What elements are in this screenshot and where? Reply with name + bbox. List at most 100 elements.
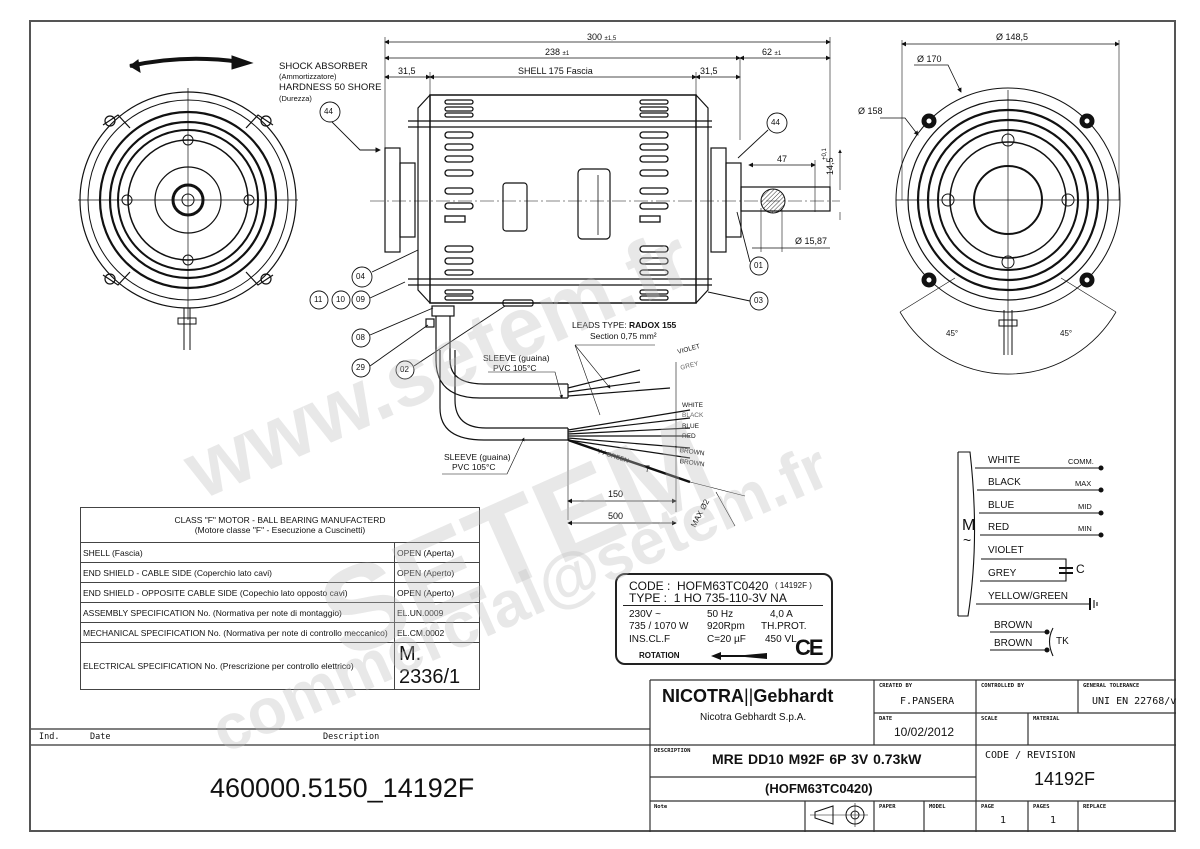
thermal-wire-1: BROWN [994, 620, 1033, 631]
rotation-arrow-icon [711, 652, 767, 660]
balloon-02: 02 [400, 365, 409, 374]
wire-yellow-green: YELLOW/GREEN [988, 591, 1069, 602]
page-value: 1 [1000, 815, 1007, 826]
table-row: END SHIELD - CABLE SIDE (Coperchio lato … [80, 562, 480, 583]
balloon-04: 04 [356, 272, 365, 281]
nameplate-protection: TH.PROT. [761, 621, 807, 632]
capacitor-label: C [1076, 562, 1085, 576]
nameplate-power: 735 / 1070 W [629, 621, 689, 632]
thermal-protector-label: TK [1056, 636, 1069, 647]
lead-label-black: BLACK [682, 412, 704, 419]
hardness-note: HARDNESS 50 SHORE [279, 82, 382, 93]
dim-angle-right: 45° [1060, 329, 1073, 338]
right-end-view [880, 40, 1121, 375]
motor-side-view [370, 37, 842, 328]
part-balloons [309, 101, 788, 380]
spec-table-header: CLASS "F" MOTOR - BALL BEARING MANUFACTE… [80, 507, 480, 543]
model-label: MODEL [929, 804, 946, 810]
ce-mark-icon: CE [795, 635, 824, 660]
nameplate-voltage: 230V ~ [629, 609, 661, 620]
paper-label: PAPER [879, 804, 896, 810]
projection-symbol-icon [810, 803, 868, 827]
wire-blue-function: MID [1078, 502, 1092, 511]
balloon-10: 10 [336, 295, 345, 304]
left-end-view [78, 88, 298, 350]
lead-cable [435, 316, 746, 527]
dim-angle-left: 45° [946, 329, 959, 338]
wiring-schematic [957, 451, 1104, 657]
hardness-note-it: (Durezza) [279, 94, 312, 103]
nameplate-type: TYPE : 1 HO 735-110-3V NA [629, 591, 787, 605]
dim-overall: 300 ±1,5 [587, 32, 617, 43]
wire-violet: VIOLET [988, 545, 1024, 556]
dim-dia-170: Ø 170 [917, 54, 942, 64]
scale-label: SCALE [981, 716, 998, 722]
motor-symbol: M [962, 517, 976, 534]
nameplate-insulation: INS.CL.F [629, 634, 671, 645]
ac-symbol: ~ [963, 532, 972, 548]
lead-label-red: RED [682, 433, 696, 440]
lead-label-white: WHITE [682, 402, 703, 409]
code-revision-label: CODE / REVISION [985, 750, 1076, 761]
wire-red-function: MIN [1078, 524, 1092, 533]
replace-label: REPLACE [1083, 804, 1107, 810]
table-row: MECHANICAL SPECIFICATION No. (Normativa … [80, 622, 480, 643]
leads-type: LEADS TYPE: RADOX 155 [572, 320, 677, 330]
created-by-value: F.PANSERA [900, 696, 955, 707]
balloon-29: 29 [356, 363, 365, 372]
dim-shaft-ext: 62 ±1 [762, 47, 782, 58]
balloon-44-left: 44 [324, 107, 333, 116]
rev-col-description: Description [323, 732, 380, 742]
date-label: DATE [879, 716, 893, 722]
date-value: 10/02/2012 [894, 725, 955, 739]
dim-shaft-length: 47 [777, 154, 788, 164]
leads-section: Section 0,75 mm² [590, 331, 657, 341]
description-value: MRE DD10 M92F 6P 3V 0.73kW [712, 751, 922, 767]
balloon-08: 08 [356, 333, 365, 342]
shock-absorber-note: SHOCK ABSORBER [279, 61, 368, 72]
rotation-arrow-icon [129, 55, 254, 73]
balloon-11: 11 [314, 295, 323, 304]
dim-dia-158: Ø 158 [858, 106, 883, 116]
nameplate-frequency: 50 Hz [707, 609, 734, 620]
dim-right-end: 31,5 [700, 66, 718, 76]
material-label: MATERIAL [1033, 716, 1060, 722]
table-row: END SHIELD - OPPOSITE CABLE SIDE (Copech… [80, 582, 480, 603]
description-code: (HOFM63TC0420) [765, 781, 873, 796]
dim-shaft-flat: 14,5 [825, 157, 835, 175]
table-row: SHELL (Fascia)OPEN (Aperta) [80, 542, 480, 563]
shock-absorber-note-it: (Ammortizzatore) [279, 72, 337, 81]
title-block-lines [31, 679, 1176, 832]
nameplate-code: CODE : HOFM63TC0420 [629, 579, 769, 593]
pages-label: PAGES [1033, 804, 1050, 810]
wire-black-function: MAX [1075, 479, 1092, 488]
table-row: ELECTRICAL SPECIFICATION No. (Prescrizio… [80, 642, 480, 690]
wire-grey: GREY [988, 568, 1017, 579]
controlled-by-label: CONTROLLED BY [981, 683, 1025, 689]
description-label: DESCRIPTION [654, 748, 691, 754]
company-name: Nicotra Gebhardt S.p.A. [700, 712, 807, 723]
dim-dia-148: Ø 148,5 [996, 32, 1029, 42]
nameplate-capacitor: C=20 µF [707, 634, 746, 645]
sleeve-note-1: SLEEVE (guaina) [483, 353, 550, 363]
nameplate-code-ref: ( 14192F ) [775, 581, 812, 590]
page-label: PAGE [981, 804, 995, 810]
wire-black: BLACK [988, 477, 1021, 488]
nameplate-cap-voltage: 450 VL [765, 634, 797, 645]
general-tolerance-value: UNI EN 22768/v [1092, 696, 1177, 707]
motor-nameplate: CODE : HOFM63TC0420 ( 14192F ) TYPE : 1 … [615, 573, 833, 665]
rev-col-ind: Ind. [39, 732, 60, 742]
wire-blue: BLUE [988, 500, 1015, 511]
dim-shaft-flat-tol: +0,1 [822, 148, 828, 160]
wire-white: WHITE [988, 455, 1021, 466]
balloon-09: 09 [356, 295, 365, 304]
wire-white-function: COMM. [1068, 457, 1094, 466]
note-label: Note [654, 804, 668, 810]
table-row: ASSEMBLY SPECIFICATION No. (Normativa pe… [80, 602, 480, 623]
balloon-01: 01 [754, 261, 763, 270]
wire-red: RED [988, 522, 1010, 533]
rev-col-date: Date [90, 732, 111, 742]
dim-body: 238 ±1 [545, 47, 570, 58]
dim-shell: SHELL 175 Fascia [518, 66, 593, 76]
